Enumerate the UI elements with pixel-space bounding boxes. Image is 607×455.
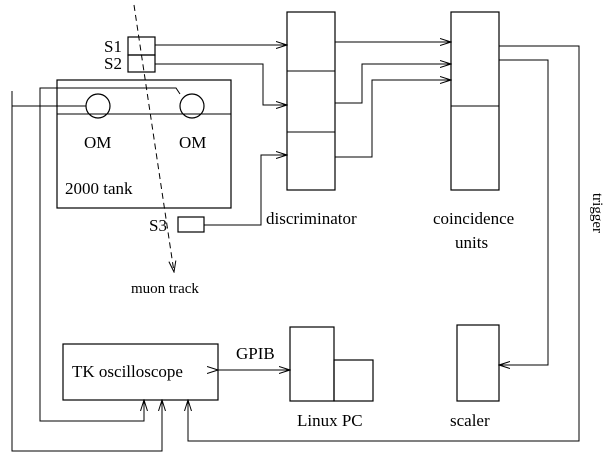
wire-s2-discriminator: [155, 63, 287, 105]
gpib-label: GPIB: [236, 344, 275, 363]
wire-coinc-scaler: [499, 59, 549, 365]
discriminator-box: [286, 11, 336, 191]
s2-label: S2: [104, 54, 122, 73]
wire-trigger-oscilloscope: [188, 45, 580, 442]
wire-om-right-oscilloscope: [39, 87, 181, 422]
coincidence-label-line2: units: [455, 233, 488, 252]
s1-label: S1: [104, 37, 122, 56]
tank-label: 2000 tank: [65, 179, 133, 198]
optical-module-right: [179, 93, 205, 119]
scaler-box: [456, 324, 500, 402]
trigger-label: trigger: [589, 193, 605, 233]
linux-pc-label: Linux PC: [297, 411, 363, 430]
linux-pc-monitor: [333, 359, 374, 402]
wire-disc-coinc-3: [335, 80, 451, 158]
om-right-label: OM: [179, 133, 206, 152]
scintillator-s1: [127, 36, 156, 56]
muon-track-line: [133, 4, 174, 272]
oscilloscope-label: TK oscilloscope: [72, 362, 183, 381]
scintillator-s3: [177, 216, 205, 233]
muon-track-label: muon track: [131, 281, 199, 297]
coincidence-label-line1: coincidence: [433, 209, 514, 228]
coincidence-units-box: [450, 11, 500, 191]
wire-disc-coinc-2: [335, 64, 451, 104]
om-left-label: OM: [84, 133, 111, 152]
tank: [56, 79, 232, 209]
scaler-label: scaler: [450, 411, 490, 430]
wire-s3-discriminator: [204, 155, 287, 226]
discriminator-label: discriminator: [266, 209, 357, 228]
wire-om-left-oscilloscope: [11, 91, 162, 452]
s3-label: S3: [149, 216, 167, 235]
linux-pc-tower: [289, 326, 335, 402]
